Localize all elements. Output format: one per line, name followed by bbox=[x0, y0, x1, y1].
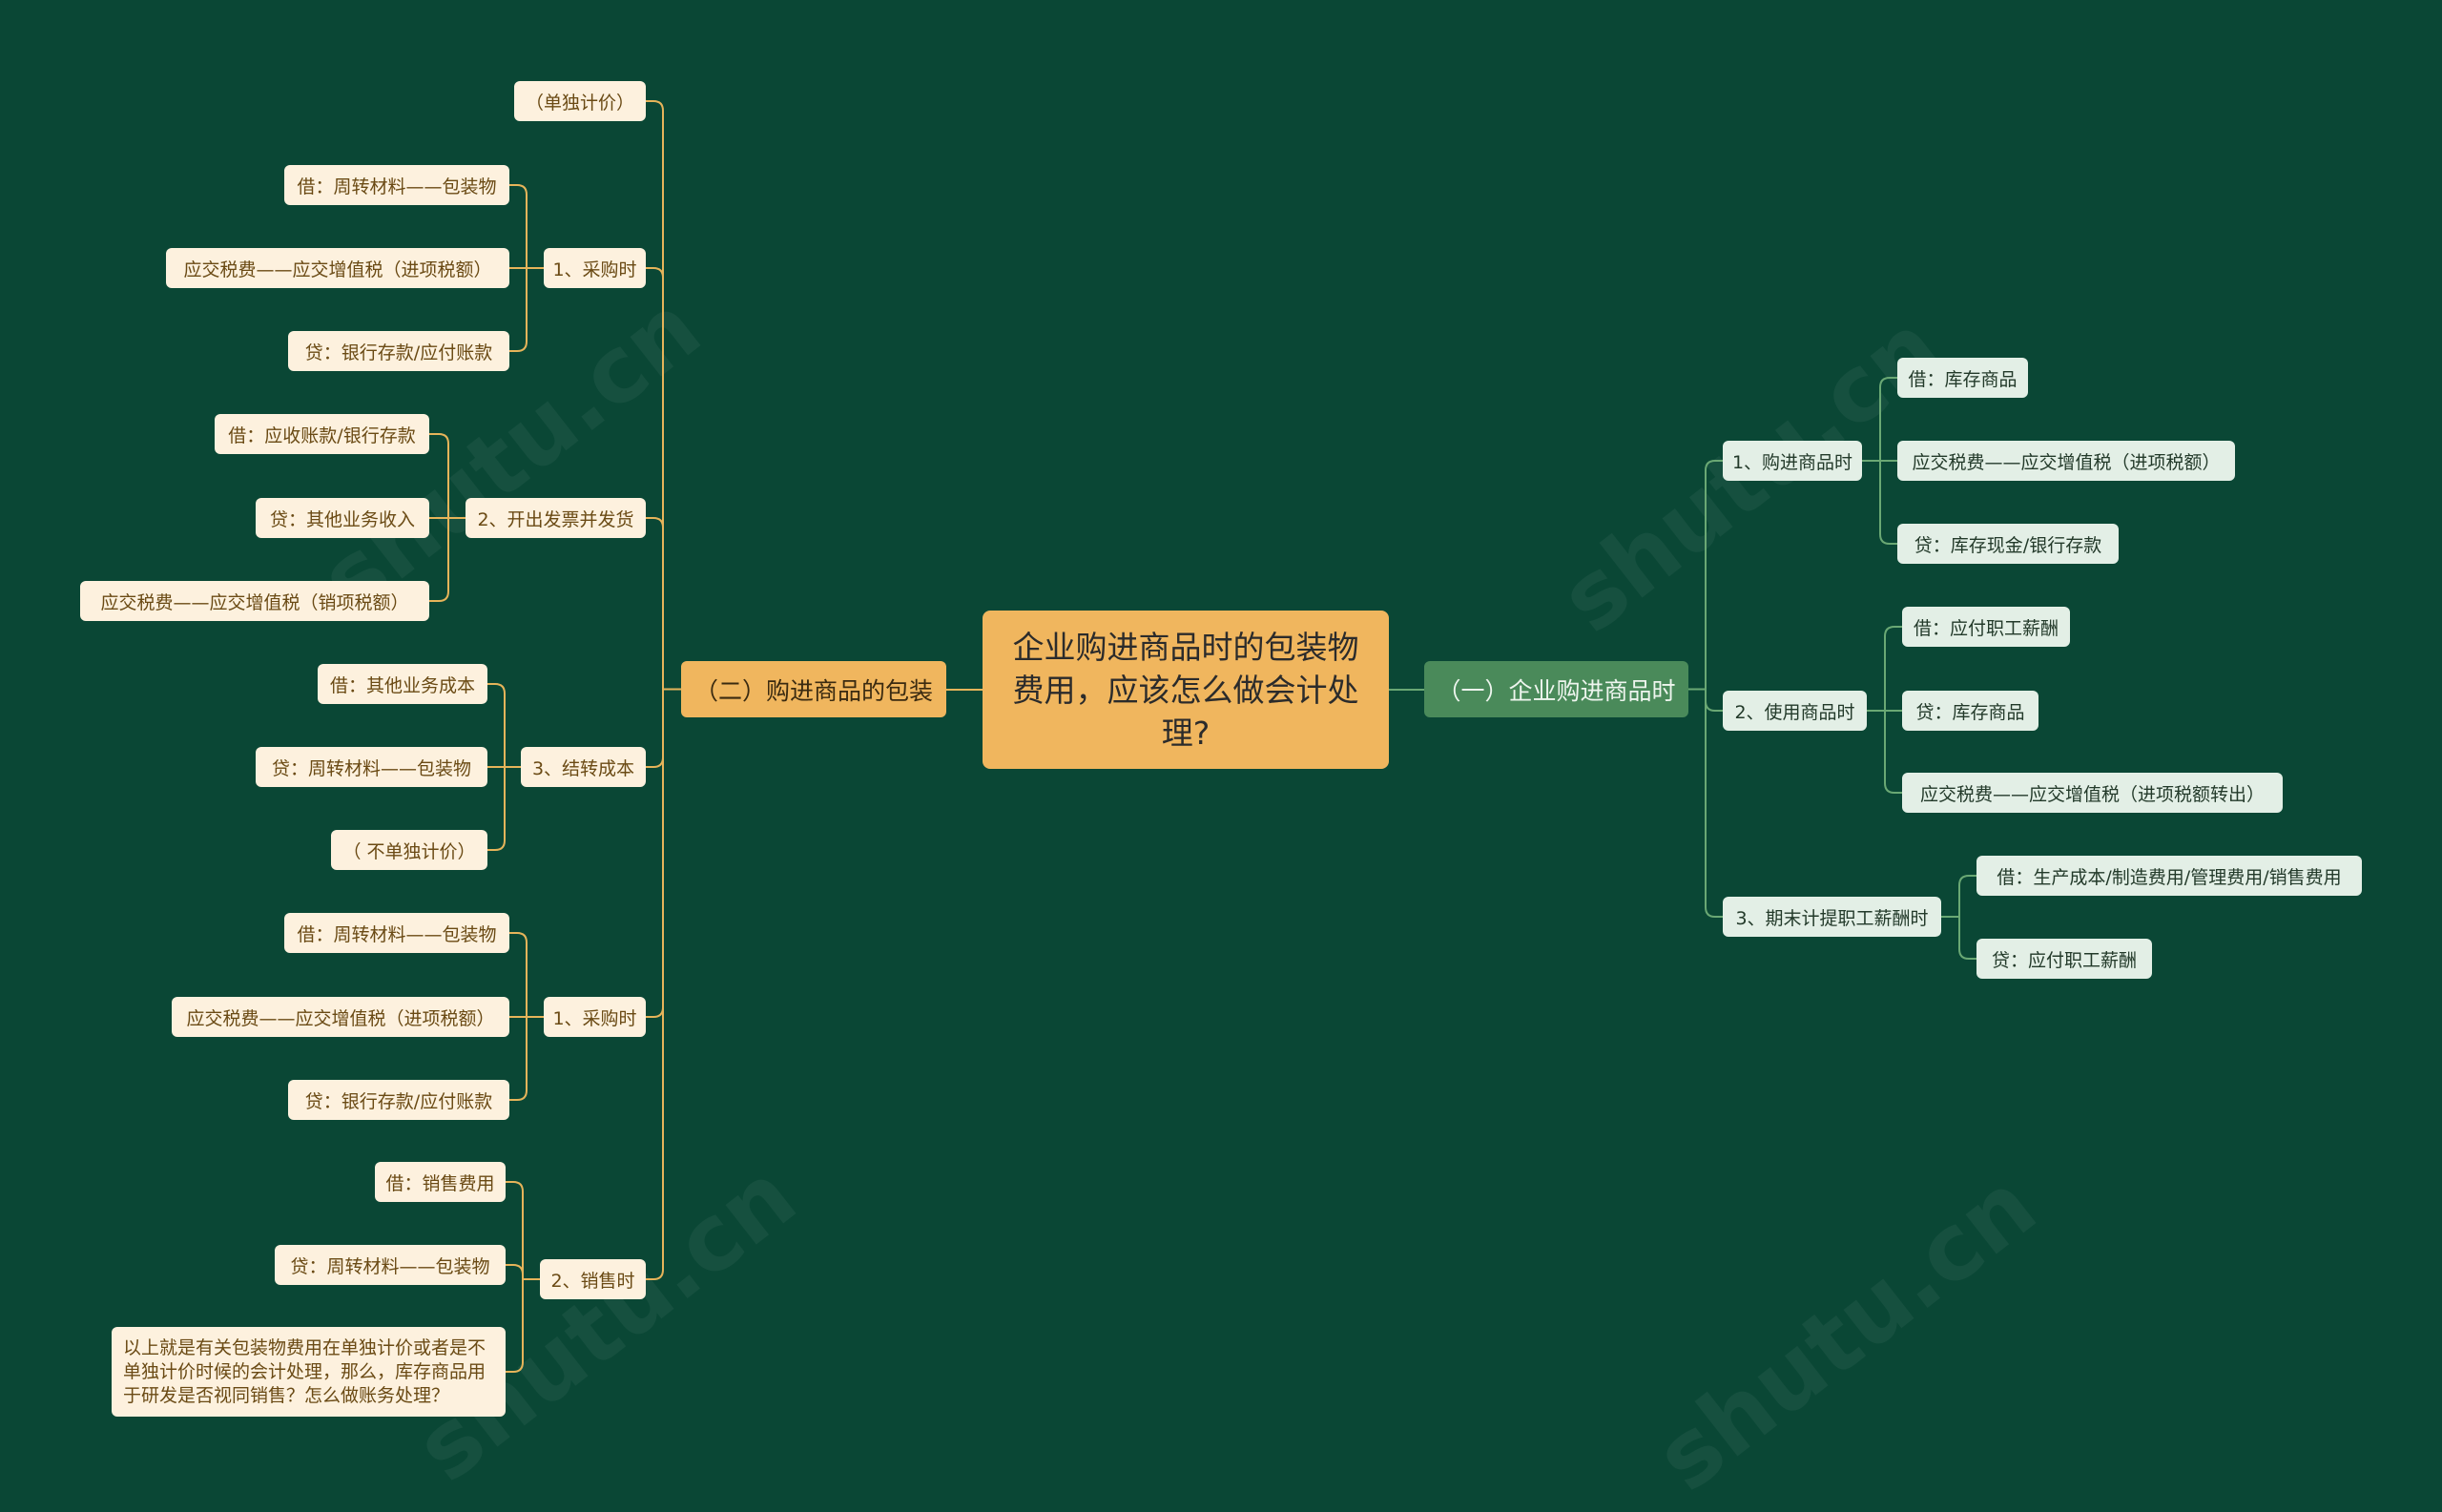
left-invoice-tax[interactable]: 应交税费——应交增值税（销项税额） bbox=[80, 581, 429, 621]
branch-packaging[interactable]: （二）购进商品的包装 bbox=[681, 661, 946, 717]
left-invoice[interactable]: 2、开出发票并发货 bbox=[466, 498, 646, 538]
right-trunk-link bbox=[1705, 460, 1723, 690]
left-leaf-link bbox=[509, 268, 528, 352]
right-leaf-link bbox=[1884, 626, 1902, 711]
right-buy[interactable]: 1、购进商品时 bbox=[1723, 441, 1862, 481]
right-use[interactable]: 2、使用商品时 bbox=[1723, 691, 1867, 731]
left-purchase-1-debit[interactable]: 借：周转材料——包装物 bbox=[284, 165, 509, 205]
branch-purchase[interactable]: （一）企业购进商品时 bbox=[1424, 661, 1688, 717]
left-purchase-1[interactable]: 1、采购时 bbox=[544, 248, 646, 288]
left-leaf-link bbox=[509, 184, 528, 268]
right-buy-debit[interactable]: 借：库存商品 bbox=[1897, 358, 2028, 398]
left-cost[interactable]: 3、结转成本 bbox=[521, 747, 646, 787]
left-leaf-link bbox=[506, 1181, 524, 1279]
right-salary-credit[interactable]: 贷：应付职工薪酬 bbox=[1976, 939, 2152, 979]
left-leaf-link bbox=[509, 932, 528, 1017]
right-buy-tax[interactable]: 应交税费——应交增值税（进项税额） bbox=[1897, 441, 2235, 481]
left-purchase-2-tax[interactable]: 应交税费——应交增值税（进项税额） bbox=[172, 997, 509, 1037]
right-leaf-link bbox=[1879, 461, 1897, 545]
right-salary[interactable]: 3、期末计提职工薪酬时 bbox=[1723, 897, 1941, 937]
right-leaf-link bbox=[1958, 875, 1976, 917]
left-trunk-link bbox=[646, 689, 664, 1280]
left-purchase-1-tax[interactable]: 应交税费——应交增值税（进项税额） bbox=[166, 248, 509, 288]
left-cost-note[interactable]: （ 不单独计价） bbox=[331, 830, 487, 870]
root-topic[interactable]: 企业购进商品时的包装物费用，应该怎么做会计处理? bbox=[983, 611, 1389, 769]
right-salary-debit[interactable]: 借：生产成本/制造费用/管理费用/销售费用 bbox=[1976, 856, 2362, 896]
left-purchase-2-debit[interactable]: 借：周转材料——包装物 bbox=[284, 913, 509, 953]
right-leaf-link bbox=[1884, 711, 1902, 794]
left-leaf-link bbox=[429, 433, 449, 518]
left-leaf-link bbox=[506, 1279, 524, 1373]
left-trunk-link bbox=[646, 100, 664, 690]
left-sale[interactable]: 2、销售时 bbox=[540, 1259, 646, 1299]
right-leaf-link bbox=[1958, 917, 1976, 960]
left-cost-debit[interactable]: 借：其他业务成本 bbox=[318, 664, 487, 704]
left-purchase-2[interactable]: 1、采购时 bbox=[544, 997, 646, 1037]
left-leaf-link bbox=[506, 1264, 524, 1279]
right-trunk-link bbox=[1705, 689, 1723, 918]
left-leaf-link bbox=[487, 767, 506, 851]
right-use-credit[interactable]: 贷：库存商品 bbox=[1902, 691, 2038, 731]
right-use-debit[interactable]: 借：应付职工薪酬 bbox=[1902, 607, 2070, 647]
left-cost-credit[interactable]: 贷：周转材料——包装物 bbox=[256, 747, 487, 787]
right-trunk-link bbox=[1705, 689, 1723, 712]
left-trunk-link bbox=[646, 689, 664, 1018]
right-leaf-link bbox=[1879, 377, 1897, 461]
right-buy-credit[interactable]: 贷：库存现金/银行存款 bbox=[1897, 524, 2119, 564]
left-trunk-link bbox=[646, 517, 664, 690]
left-invoice-credit[interactable]: 贷：其他业务收入 bbox=[256, 498, 429, 538]
left-invoice-debit[interactable]: 借：应收账款/银行存款 bbox=[215, 414, 429, 454]
left-purchase-2-credit[interactable]: 贷：银行存款/应付账款 bbox=[288, 1080, 509, 1120]
note-separate-pricing[interactable]: （单独计价） bbox=[514, 81, 646, 121]
left-trunk-link bbox=[646, 689, 664, 768]
left-trunk-link bbox=[646, 267, 664, 690]
left-leaf-link bbox=[487, 683, 506, 767]
left-leaf-link bbox=[429, 518, 449, 602]
left-sale-summary[interactable]: 以上就是有关包装物费用在单独计价或者是不单独计价时候的会计处理，那么，库存商品用… bbox=[112, 1327, 506, 1417]
left-sale-credit[interactable]: 贷：周转材料——包装物 bbox=[275, 1245, 506, 1285]
left-purchase-1-credit[interactable]: 贷：银行存款/应付账款 bbox=[288, 331, 509, 371]
right-use-tax[interactable]: 应交税费——应交增值税（进项税额转出） bbox=[1902, 773, 2283, 813]
left-sale-debit[interactable]: 借：销售费用 bbox=[375, 1162, 506, 1202]
left-leaf-link bbox=[509, 1017, 528, 1101]
